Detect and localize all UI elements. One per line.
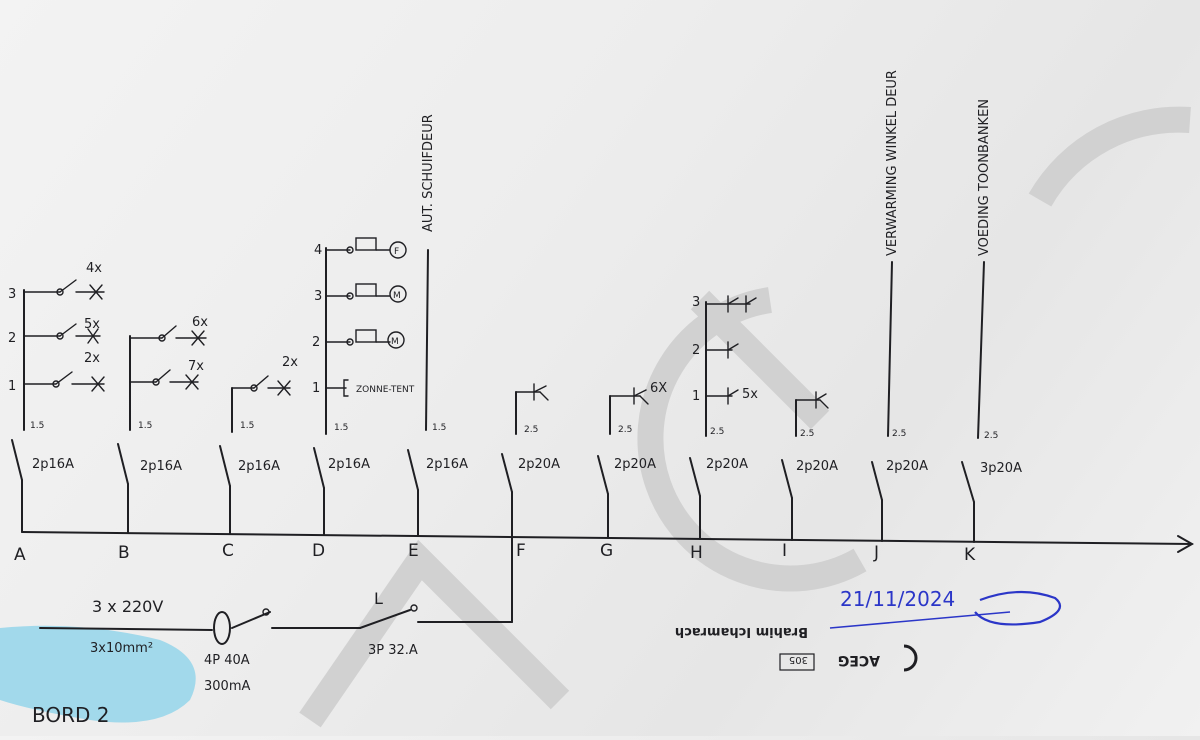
group-d-row-4: 4 bbox=[314, 243, 322, 258]
group-a-row-1: 1 bbox=[8, 379, 16, 394]
stamp-name: Brahim Ichamrach bbox=[675, 624, 808, 639]
group-c: 2x 1.5 2p16A C bbox=[219, 355, 298, 561]
group-h-letter: H bbox=[690, 543, 703, 563]
group-d-row-3: 3 bbox=[314, 289, 322, 304]
group-j-wire: 2.5 bbox=[892, 429, 906, 439]
bus-arrow bbox=[1177, 535, 1195, 553]
group-j: VERWARMING WINKEL DEUR 2.5 2p20A J bbox=[871, 70, 928, 563]
group-k-letter: K bbox=[964, 545, 976, 565]
group-g: 6X 2.5 2p20A G bbox=[597, 381, 667, 561]
group-i: 2.5 2p20A I bbox=[781, 391, 838, 561]
group-g-wire: 2.5 bbox=[618, 425, 632, 435]
group-f-wire: 2.5 bbox=[524, 425, 538, 435]
supply-cable: 3x10mm² bbox=[90, 641, 153, 656]
group-i-breaker: 2p20A bbox=[796, 459, 838, 474]
group-a-row-3: 3 bbox=[8, 287, 16, 302]
group-h-breaker: 2p20A bbox=[706, 457, 748, 472]
group-k-breaker: 3p20A bbox=[980, 461, 1022, 476]
group-a-row-2: 2 bbox=[8, 331, 16, 346]
group-h-wire: 2.5 bbox=[710, 427, 724, 437]
group-e-feeder-label: AUT. SCHUIFDEUR bbox=[421, 114, 436, 232]
group-k-feeder-label: VOEDING TOONBANKEN bbox=[977, 99, 992, 256]
group-d-sym-4: F bbox=[394, 247, 399, 257]
group-f: 2.5 2p20A F bbox=[501, 383, 560, 561]
group-f-letter: F bbox=[516, 541, 526, 561]
group-c-letter: C bbox=[222, 541, 234, 561]
group-c-breaker: 2p16A bbox=[238, 459, 280, 474]
group-i-wire: 2.5 bbox=[800, 429, 814, 439]
group-f-breaker: 2p20A bbox=[518, 457, 560, 472]
group-k-wire: 2.5 bbox=[984, 431, 998, 441]
group-g-letter: G bbox=[600, 541, 613, 561]
group-d-letter: D bbox=[312, 541, 325, 561]
group-h-count: 5x bbox=[742, 387, 758, 402]
supply-section: 3 x 220V 3x10mm² 4P 40A 300mA L 3P 32.A bbox=[39, 536, 513, 694]
rcd-rating: 4P 40A bbox=[204, 653, 250, 668]
group-g-count: 6X bbox=[650, 381, 667, 396]
group-b-count-7x: 7x bbox=[188, 359, 204, 374]
group-d-wire: 1.5 bbox=[334, 423, 348, 433]
group-h-row-2: 2 bbox=[692, 343, 700, 358]
group-d-row-1: 1 bbox=[312, 381, 320, 396]
group-b-count-6x: 6x bbox=[192, 315, 208, 330]
group-d-zonnetent: ZONNE-TENT bbox=[356, 385, 415, 395]
group-b-breaker: 2p16A bbox=[140, 459, 182, 474]
group-d-sym-2: M bbox=[391, 337, 399, 347]
group-j-feeder-label: VERWARMING WINKEL DEUR bbox=[885, 70, 900, 256]
group-h: 3 2 1 5x 2.5 2p20A H bbox=[689, 295, 758, 563]
stain-mark bbox=[0, 625, 196, 723]
group-a-breaker: 2p16A bbox=[32, 457, 74, 472]
group-k: VOEDING TOONBANKEN 2.5 3p20A K bbox=[961, 99, 1022, 565]
group-e-breaker: 2p16A bbox=[426, 457, 468, 472]
group-j-breaker: 2p20A bbox=[886, 459, 928, 474]
group-c-count-2x: 2x bbox=[282, 355, 298, 370]
group-d: F M M 4 3 2 1 ZONNE-TENT 1.5 2p16A D bbox=[312, 237, 415, 561]
main-switch-label: L bbox=[374, 589, 383, 608]
group-b-letter: B bbox=[118, 543, 130, 563]
group-d-breaker: 2p16A bbox=[328, 457, 370, 472]
group-a-wire: 1.5 bbox=[30, 421, 44, 431]
board-title: BORD 2 bbox=[32, 703, 110, 727]
group-e-wire: 1.5 bbox=[432, 423, 446, 433]
group-g-breaker: 2p20A bbox=[614, 457, 656, 472]
group-e: AUT. SCHUIFDEUR 1.5 2p16A E bbox=[407, 114, 468, 561]
group-h-row-3: 3 bbox=[692, 295, 700, 310]
group-a-count-4x: 4x bbox=[86, 261, 102, 276]
group-e-letter: E bbox=[408, 541, 419, 561]
stamp-date: 21/11/2024 bbox=[840, 587, 955, 611]
group-a-count-2x: 2x bbox=[84, 351, 100, 366]
group-c-wire: 1.5 bbox=[240, 421, 254, 431]
stamp-logo: ACEG bbox=[838, 652, 880, 668]
group-d-sym-3: M bbox=[393, 291, 401, 301]
group-a-count-5x: 5x bbox=[84, 317, 100, 332]
group-j-letter: J bbox=[873, 543, 879, 563]
group-h-row-1: 1 bbox=[692, 389, 700, 404]
supply-voltage: 3 x 220V bbox=[92, 597, 163, 616]
group-b: 6x 7x 1.5 2p16A B bbox=[117, 315, 208, 563]
approval-stamp: 21/11/2024 Brahim Ichamrach ACEG 305 bbox=[675, 587, 1062, 672]
main-switch-rating: 3P 32.A bbox=[368, 643, 418, 658]
group-a-letter: A bbox=[14, 545, 26, 565]
group-a: 3 4x 2 5x 2x 1 1.5 2p16A A bbox=[8, 261, 105, 565]
stamp-number: 305 bbox=[789, 654, 808, 665]
rcd-sensitivity: 300mA bbox=[204, 679, 250, 694]
group-d-row-2: 2 bbox=[312, 335, 320, 350]
group-b-wire: 1.5 bbox=[138, 421, 152, 431]
group-i-letter: I bbox=[782, 541, 787, 561]
